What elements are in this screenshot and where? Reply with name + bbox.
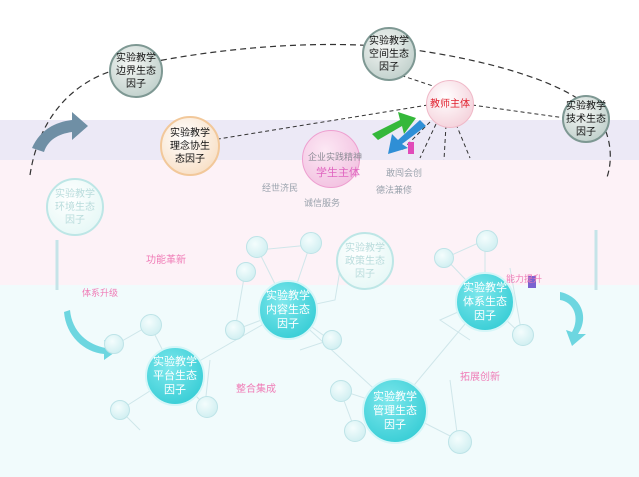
mini-node xyxy=(140,314,162,336)
arrow-cycle-left xyxy=(64,310,118,360)
background-band-bottom xyxy=(0,285,639,477)
purple-marker xyxy=(528,276,536,288)
link-teacher-down-3 xyxy=(443,124,447,161)
node-system-ecology[interactable]: 实验教学 体系生态 因子 xyxy=(455,272,515,332)
mini-node xyxy=(225,320,245,340)
mini-node xyxy=(434,248,454,268)
magenta-marker xyxy=(408,142,414,154)
mini-node xyxy=(196,396,218,418)
student-trait-3: 德法兼修 xyxy=(376,186,413,196)
arrow-green-up xyxy=(372,112,416,140)
mini-node xyxy=(330,380,352,402)
link-teacher-down-2 xyxy=(419,123,437,159)
node-policy-ecology[interactable]: 实验教学 政策生态 因子 xyxy=(336,232,394,290)
student-trait-2: 诚信服务 xyxy=(304,199,341,209)
arrow-left-return xyxy=(32,112,88,152)
mini-node xyxy=(322,330,342,350)
node-platform-ecology[interactable]: 实验教学 平台生态 因子 xyxy=(145,346,205,406)
node-teacher-subject[interactable]: 教师主体 xyxy=(426,80,474,128)
mini-node xyxy=(512,324,534,346)
mini-node xyxy=(476,230,498,252)
node-environment-ecology[interactable]: 实验教学 环境生态 因子 xyxy=(46,178,104,236)
inner-network-links xyxy=(114,239,523,441)
student-trait-1: 经世济民 xyxy=(262,184,299,194)
enterprise-spirit-label: 企业实践精神 xyxy=(308,153,363,163)
node-tech-ecology[interactable]: 实验教学 技术生态 因子 xyxy=(562,95,610,143)
node-student-subject[interactable] xyxy=(302,130,360,188)
node-concept-ecology[interactable]: 实验教学 理念协生 态因子 xyxy=(160,116,220,176)
mini-node xyxy=(448,430,472,454)
label-function-innovation: 功能革新 xyxy=(146,255,186,266)
node-space-ecology[interactable]: 实验教学 空间生态 因子 xyxy=(362,27,416,81)
mini-node xyxy=(236,262,256,282)
link-teacher-concept xyxy=(211,104,429,141)
student-trait-4: 敢闯会创 xyxy=(386,169,423,179)
label-system-upgrade: 体系升级 xyxy=(82,289,119,299)
label-integration: 整合集成 xyxy=(236,384,276,395)
node-content-ecology[interactable]: 实验教学 内容生态 因子 xyxy=(258,280,318,340)
mini-node xyxy=(110,400,130,420)
mini-node xyxy=(246,236,268,258)
arrow-blue-down xyxy=(388,120,426,154)
node-management-ecology[interactable]: 实验教学 管理生态 因子 xyxy=(362,378,428,444)
node-boundary-ecology[interactable]: 实验教学 边界生态 因子 xyxy=(109,44,163,98)
link-teacher-down-4 xyxy=(455,123,471,159)
link-teacher-tech xyxy=(471,104,566,119)
mini-node xyxy=(104,334,124,354)
label-capability-improvement: 能力提升 xyxy=(506,275,543,285)
label-expansion-innovation: 拓展创新 xyxy=(460,372,500,383)
arrow-cycle-right xyxy=(560,292,586,346)
student-subject-label: 学生主体 xyxy=(316,166,360,179)
mini-node xyxy=(300,232,322,254)
mini-node xyxy=(344,420,366,442)
